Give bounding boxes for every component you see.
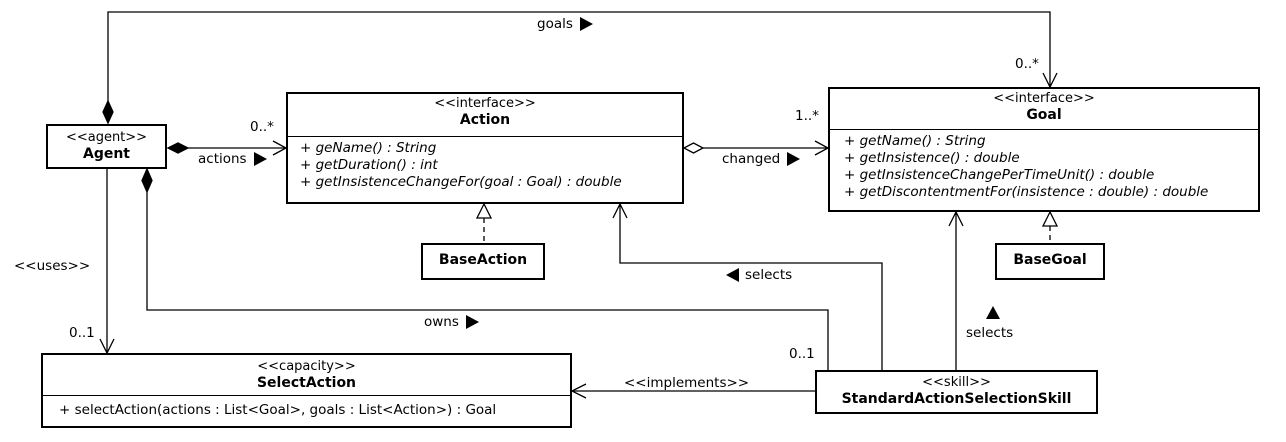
goal-operation: + getInsistenceChangePerTimeUnit() : dou…	[844, 167, 1155, 183]
action-operations: + geName() : String + getDuration() : in…	[288, 136, 682, 191]
action-interface-header: <<interface>> Action	[288, 94, 682, 136]
owns-composition-diamond	[141, 167, 153, 194]
goal-interface-header: <<interface>> Goal	[830, 89, 1258, 129]
implements-label: <<implements>>	[624, 375, 750, 391]
select-action-operations: + selectAction(actions : List<Goal>, goa…	[43, 395, 570, 419]
goal-operation: + getInsistence() : double	[844, 150, 1020, 166]
direction-right-icon	[253, 152, 267, 166]
base-action-class-name: BaseAction	[438, 252, 528, 268]
base-goal-realization-triangle	[1041, 210, 1059, 227]
action-operation: + getInsistenceChangeFor(goal : Goal) : …	[300, 174, 622, 190]
goal-operations: + getName() : String + getInsistence() :…	[830, 129, 1258, 201]
changed-label-text: changed	[722, 151, 781, 167]
owns-multiplicity: 0..1	[789, 346, 815, 362]
selects-goal-arrowhead	[948, 210, 964, 227]
goal-stereotype: <<interface>>	[993, 91, 1095, 106]
action-operation: + getDuration() : int	[300, 157, 438, 173]
select-action-stereotype: <<capacity>>	[257, 359, 356, 374]
goals-composition-diamond	[102, 99, 114, 125]
goals-multiplicity: 0..*	[1015, 56, 1039, 72]
direction-right-icon	[579, 17, 593, 31]
implements-arrowhead	[570, 383, 587, 399]
base-goal-class[interactable]: BaseGoal	[995, 243, 1105, 280]
changed-aggregation-diamond	[682, 142, 705, 154]
base-goal-class-name: BaseGoal	[1013, 252, 1087, 268]
goals-label-text: goals	[537, 16, 573, 32]
action-stereotype: <<interface>>	[434, 96, 536, 111]
base-action-class[interactable]: BaseAction	[421, 243, 545, 280]
actions-composition-diamond	[166, 142, 190, 154]
uses-label: <<uses>>	[14, 258, 91, 274]
select-action-capacity[interactable]: <<capacity>> SelectAction + selectAction…	[41, 353, 572, 428]
select-action-header: <<capacity>> SelectAction	[43, 355, 570, 395]
base-action-realization-triangle	[475, 202, 493, 219]
changed-label: changed	[722, 151, 801, 167]
standard-action-selection-skill[interactable]: <<skill>> StandardActionSelectionSkill	[815, 370, 1098, 414]
goal-operation: + getDiscontentmentFor(insistence : doub…	[844, 184, 1209, 200]
action-class-name: Action	[459, 112, 511, 128]
skill-stereotype: <<skill>>	[922, 375, 991, 390]
direction-up-icon	[986, 305, 1000, 319]
changed-multiplicity: 1..*	[795, 108, 819, 124]
select-action-class-name: SelectAction	[256, 375, 357, 391]
agent-stereotype: <<agent>>	[65, 130, 148, 145]
owns-label-text: owns	[424, 314, 459, 330]
agent-class[interactable]: <<agent>> Agent	[46, 124, 167, 169]
selects-action-label-text: selects	[745, 267, 793, 283]
direction-right-icon	[787, 152, 801, 166]
owns-association	[146, 192, 829, 370]
direction-right-icon	[465, 315, 479, 329]
selects-action-arrowhead	[612, 202, 628, 219]
selects-action-label: selects	[726, 267, 792, 283]
direction-left-icon	[726, 268, 739, 282]
agent-class-header: <<agent>> Agent	[48, 126, 165, 163]
skill-header: <<skill>> StandardActionSelectionSkill	[817, 372, 1096, 408]
uses-multiplicity: 0..1	[69, 325, 95, 341]
owns-label: owns	[424, 314, 479, 330]
actions-multiplicity: 0..*	[250, 119, 274, 135]
selects-goal-direction	[986, 304, 1000, 320]
actions-label-text: actions	[198, 151, 247, 167]
selects-goal-label: selects	[966, 325, 1014, 341]
select-action-operation: + selectAction(actions : List<Goal>, goa…	[59, 402, 497, 418]
goal-operation: + getName() : String	[844, 133, 986, 149]
goals-label: goals	[537, 16, 593, 32]
action-operation: + geName() : String	[300, 140, 437, 156]
agent-class-name: Agent	[82, 146, 130, 162]
action-interface[interactable]: <<interface>> Action + geName() : String…	[286, 92, 684, 204]
goals-association	[107, 11, 1051, 108]
actions-label: actions	[198, 151, 267, 167]
selects-action-association	[619, 204, 883, 370]
goal-interface[interactable]: <<interface>> Goal + getName() : String …	[828, 87, 1260, 212]
goal-class-name: Goal	[1026, 107, 1062, 123]
skill-class-name: StandardActionSelectionSkill	[841, 391, 1072, 407]
